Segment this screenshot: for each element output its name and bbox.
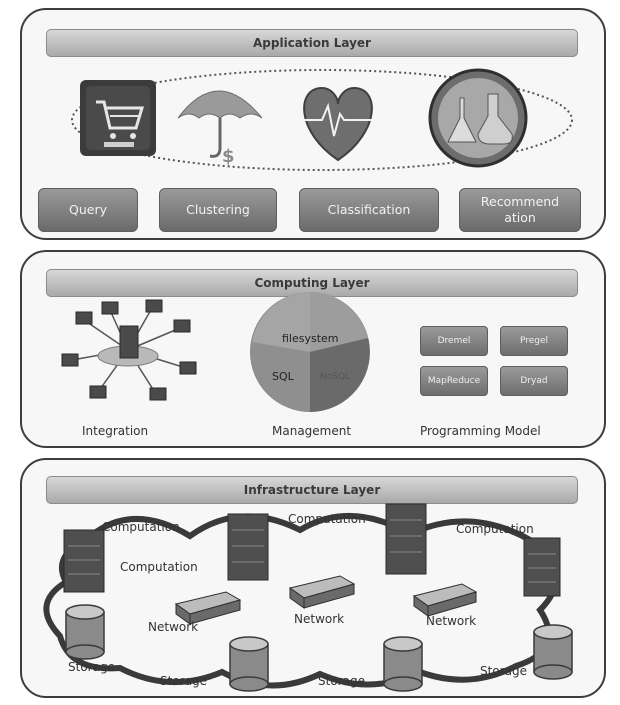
network-label-2: Network — [294, 612, 345, 626]
query-button[interactable]: Query — [38, 188, 138, 232]
computation-label-4: Computation — [456, 522, 534, 536]
application-layer-banner: Application Layer — [46, 29, 578, 57]
laboratory-flask-icon — [428, 68, 528, 168]
svg-text:$: $ — [222, 146, 235, 167]
management-label: Management — [272, 424, 352, 438]
storage-disk-icon — [65, 604, 573, 692]
computation-label-1: Computation — [102, 520, 180, 534]
shopping-cart-icon — [80, 80, 156, 156]
recommendation-button[interactable]: Recommend ation — [459, 188, 581, 232]
computation-label-3: Computation — [288, 512, 366, 526]
dremel-button[interactable]: Dremel — [420, 326, 488, 356]
server-rack-icon — [63, 503, 561, 597]
nosql-label: NoSQL — [320, 372, 351, 382]
integration-label: Integration — [82, 424, 149, 438]
classification-button[interactable]: Classification — [299, 188, 439, 232]
storage-label-3: Storage — [318, 674, 365, 688]
storage-label-1: Storage — [68, 660, 115, 674]
network-switch-icon — [174, 575, 478, 625]
sql-label: SQL — [272, 370, 294, 383]
filesystem-label: filesystem — [282, 332, 339, 345]
programming-model-label: Programming Model — [420, 424, 541, 438]
computation-label-2: Computation — [120, 560, 198, 574]
storage-label-2: Storage — [160, 674, 207, 688]
storage-label-4: Storage — [480, 664, 527, 678]
network-label-1: Network — [148, 620, 199, 634]
network-label-3: Network — [426, 614, 477, 628]
clustering-button[interactable]: Clustering — [159, 188, 277, 232]
heartbeat-icon — [303, 86, 373, 162]
dryad-button[interactable]: Dryad — [500, 366, 568, 396]
pregel-button[interactable]: Pregel — [500, 326, 568, 356]
management-pie-icon — [250, 292, 370, 412]
infrastructure-layer-banner: Infrastructure Layer — [46, 476, 578, 504]
finance-umbrella-icon: $ — [177, 90, 263, 167]
mapreduce-button[interactable]: MapReduce — [420, 366, 488, 396]
